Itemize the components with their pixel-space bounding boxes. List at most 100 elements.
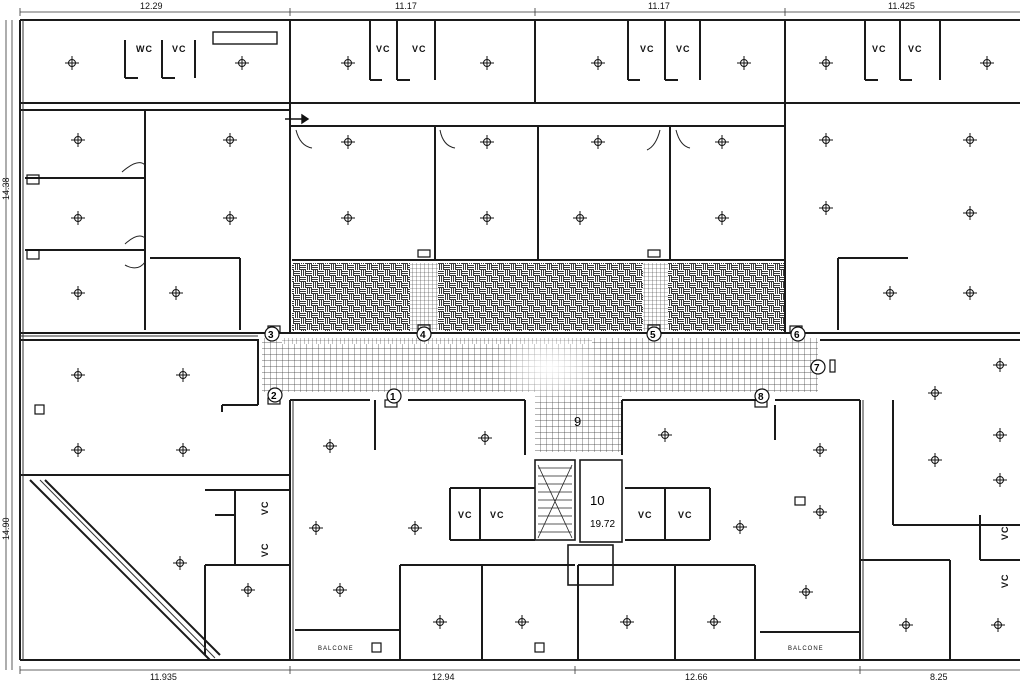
ceiling-light-symbol: [515, 615, 529, 629]
vc-label: VC: [638, 510, 653, 520]
balcony-label-right: BALCONE: [788, 646, 824, 652]
ceiling-light-symbol: [819, 133, 833, 147]
floor-textures: [262, 263, 818, 452]
ceiling-light-symbol: [223, 133, 237, 147]
vc-label: VC: [260, 500, 270, 515]
vc-label: VC: [872, 44, 887, 54]
top-dimension-1: 12.29: [140, 1, 163, 11]
door-swings: [121, 129, 691, 269]
bottom-dimension-3: 12.66: [685, 672, 708, 682]
vc-label: VC: [458, 510, 473, 520]
inner-walls: [20, 20, 864, 660]
vc-label: VC: [260, 542, 270, 557]
ceiling-light-symbol: [173, 556, 187, 570]
ceiling-light-symbol: [323, 439, 337, 453]
vc-label: VC: [640, 44, 655, 54]
vc-label: VC: [678, 510, 693, 520]
ceiling-light-symbol: [176, 368, 190, 382]
ceiling-light-symbol: [928, 386, 942, 400]
ceiling-light-symbol: [65, 56, 79, 70]
ceiling-light-symbol: [333, 583, 347, 597]
ceiling-light-symbol: [980, 56, 994, 70]
dimension-lines: [5, 8, 1020, 674]
ceiling-light-symbol: [991, 618, 1005, 632]
marker-1: 1: [390, 392, 396, 403]
ceiling-light-symbol: [341, 135, 355, 149]
ceiling-light-symbol: [169, 286, 183, 300]
marker-5: 5: [650, 330, 656, 341]
ceiling-light-symbol: [591, 135, 605, 149]
top-dimension-2: 11.17: [395, 1, 417, 11]
stair-treads: [537, 464, 573, 539]
ceiling-light-symbol: [620, 615, 634, 629]
ceiling-light-symbol: [573, 211, 587, 225]
wc-labels: WC VC VC VC VC VC VC VC VC VC VC VC VC V…: [136, 44, 1010, 588]
ceiling-light-symbol: [71, 368, 85, 382]
entrance-arrow: [285, 113, 310, 125]
bottom-dimension-1: 11.935: [150, 672, 177, 682]
ceiling-light-symbol: [71, 211, 85, 225]
wc-label: WC: [136, 44, 153, 54]
marker-2: 2: [271, 391, 277, 402]
vc-label: VC: [376, 44, 391, 54]
ceiling-light-symbol: [963, 206, 977, 220]
vc-label: VC: [172, 44, 187, 54]
vc-label: VC: [490, 510, 505, 520]
top-dimension-3: 11.17: [648, 1, 670, 11]
ceiling-light-symbol: [993, 358, 1007, 372]
ceiling-light-symbol: [341, 56, 355, 70]
ceiling-light-symbol: [223, 211, 237, 225]
ceiling-light-symbol: [707, 615, 721, 629]
bottom-dimension-2: 12.94: [432, 672, 455, 682]
marker-6: 6: [794, 330, 800, 341]
walls: [19, 19, 1020, 661]
marker-3: 3: [268, 330, 274, 341]
ceiling-light-symbol: [733, 520, 747, 534]
ceiling-light-symbol: [591, 56, 605, 70]
marker-8: 8: [758, 392, 764, 403]
ceiling-light-symbol: [71, 443, 85, 457]
ceiling-light-symbol: [993, 473, 1007, 487]
ceiling-light-symbol: [433, 615, 447, 629]
balcony-label-left: BALCONE: [318, 646, 354, 652]
fixtures: [26, 174, 836, 653]
ceiling-light-symbol: [341, 211, 355, 225]
ceiling-light-symbol: [658, 428, 672, 442]
ceiling-light-symbol: [993, 428, 1007, 442]
ceiling-light-symbol: [241, 583, 255, 597]
left-dimension-1: 14.38: [1, 177, 11, 200]
ceiling-light-symbol: [883, 286, 897, 300]
ceiling-light-symbol: [963, 286, 977, 300]
ceiling-light-symbol: [71, 286, 85, 300]
left-dimension-2: 14.90: [1, 517, 11, 540]
ceiling-light-symbol: [813, 505, 827, 519]
vc-label: VC: [1000, 573, 1010, 588]
ceiling-light-symbol: [899, 618, 913, 632]
ceiling-light-symbol: [235, 56, 249, 70]
stair-number-9: 9: [574, 414, 581, 429]
vc-label: VC: [1000, 525, 1010, 540]
ceiling-light-symbol: [963, 133, 977, 147]
stair-number-10: 10: [590, 493, 604, 508]
ceiling-light-symbol: [408, 521, 422, 535]
ceiling-light-symbol: [737, 56, 751, 70]
top-dimension-4: 11.425: [888, 1, 915, 11]
bottom-dimension-4: 8.25: [930, 672, 948, 682]
ceiling-light-symbol: [480, 135, 494, 149]
vc-label: VC: [412, 44, 427, 54]
ceiling-light-symbol: [480, 211, 494, 225]
ceiling-light-symbol: [176, 443, 190, 457]
ceiling-light-symbol: [478, 431, 492, 445]
ceiling-light-symbol: [928, 453, 942, 467]
markers: 1 2 3 4 5 6 7 8: [264, 326, 826, 404]
ceiling-light-symbol: [480, 56, 494, 70]
ceiling-light-symbol: [71, 133, 85, 147]
stair-area-label: 19.72: [590, 519, 615, 530]
ceiling-light-symbol: [819, 201, 833, 215]
ceiling-lights: [65, 56, 1007, 632]
ceiling-light-symbol: [715, 211, 729, 225]
vc-label: VC: [908, 44, 923, 54]
ceiling-light-symbol: [715, 135, 729, 149]
ceiling-light-symbol: [309, 521, 323, 535]
